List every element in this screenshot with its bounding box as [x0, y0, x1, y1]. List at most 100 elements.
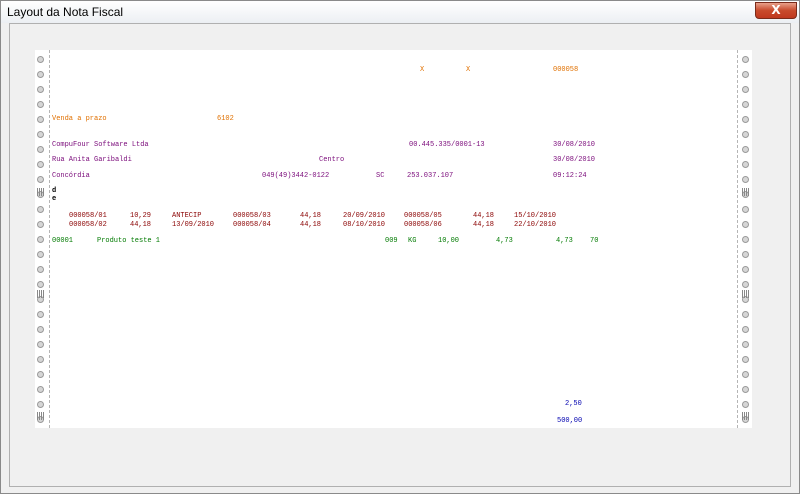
- installment-date: 20/09/2010: [343, 212, 386, 220]
- item-cst: 009: [385, 237, 398, 245]
- tractor-hole: [37, 326, 44, 333]
- tractor-hole: [37, 356, 44, 363]
- item-code: 00001: [52, 237, 74, 245]
- tractor-hole: [37, 86, 44, 93]
- tractor-hole: [37, 221, 44, 228]
- marker-e: e: [52, 195, 57, 203]
- perforation-mark: [37, 290, 44, 298]
- tractor-hole: [37, 311, 44, 318]
- tractor-hole: [37, 71, 44, 78]
- window-title: Layout da Nota Fiscal: [7, 5, 124, 19]
- installment-date: 22/10/2010: [514, 221, 557, 229]
- installment-date: 15/10/2010: [514, 212, 557, 220]
- tractor-hole: [37, 386, 44, 393]
- tractor-hole: [37, 161, 44, 168]
- installment-value: 44,18: [300, 221, 322, 229]
- tractor-hole: [37, 146, 44, 153]
- installment-value: 44,18: [300, 212, 322, 220]
- tractor-hole: [37, 401, 44, 408]
- tractor-hole: [742, 176, 749, 183]
- cfop: 6102: [217, 115, 234, 123]
- right-tractor-strip: [737, 50, 752, 428]
- title-bar[interactable]: Layout da Nota Fiscal X: [1, 1, 799, 23]
- city: Concórdia: [52, 172, 90, 180]
- close-button[interactable]: X: [755, 2, 797, 19]
- tractor-hole: [37, 116, 44, 123]
- item-description: Produto teste 1: [97, 237, 161, 245]
- installment-doc: 000058/03: [233, 212, 271, 220]
- tractor-hole: [742, 311, 749, 318]
- tractor-hole: [37, 266, 44, 273]
- total-value-1: 2,50: [565, 400, 582, 408]
- tractor-hole: [742, 206, 749, 213]
- mark-exit: X: [420, 66, 425, 74]
- tractor-hole: [742, 356, 749, 363]
- perforation-mark: [742, 188, 749, 196]
- tractor-hole: [37, 371, 44, 378]
- close-icon: X: [771, 3, 781, 17]
- state: SC: [376, 172, 385, 180]
- tractor-hole: [742, 236, 749, 243]
- installment-doc: 000058/04: [233, 221, 271, 229]
- tractor-hole: [742, 71, 749, 78]
- left-tractor-strip: [35, 50, 50, 428]
- installment-doc: 000058/05: [404, 212, 442, 220]
- tractor-hole: [742, 251, 749, 258]
- tractor-hole: [37, 281, 44, 288]
- tractor-hole: [37, 56, 44, 63]
- tractor-hole: [742, 221, 749, 228]
- installment-date: 08/10/2010: [343, 221, 386, 229]
- tractor-hole: [742, 326, 749, 333]
- address: Rua Anita Garibaldi: [52, 156, 132, 164]
- marker-d: d: [52, 187, 57, 195]
- total-value-2: 500,00: [557, 417, 583, 425]
- tractor-hole: [37, 131, 44, 138]
- tractor-hole: [742, 386, 749, 393]
- cnpj: 00.445.335/0001-13: [409, 141, 485, 149]
- tractor-hole: [37, 101, 44, 108]
- installment-value: 10,29: [130, 212, 152, 220]
- installment-doc: 000058/06: [404, 221, 442, 229]
- operation-nature: Venda a prazo: [52, 115, 107, 123]
- mark-entry: X: [466, 66, 471, 74]
- item-icms-rate: 70: [590, 237, 599, 245]
- state-registration: 253.037.107: [407, 172, 454, 180]
- tractor-hole: [37, 176, 44, 183]
- tractor-hole: [742, 131, 749, 138]
- perforation-mark: [37, 412, 44, 420]
- perforation-mark: [742, 290, 749, 298]
- tractor-hole: [742, 371, 749, 378]
- item-quantity: 10,00: [438, 237, 460, 245]
- invoice-number: 000058: [553, 66, 579, 74]
- tractor-hole: [742, 401, 749, 408]
- item-unit: KG: [408, 237, 417, 245]
- perforation-mark: [742, 412, 749, 420]
- installment-date: 13/09/2010: [172, 221, 215, 229]
- tractor-hole: [742, 116, 749, 123]
- tractor-hole: [37, 251, 44, 258]
- exit-time: 09:12:24: [553, 172, 587, 180]
- perforation-mark: [37, 188, 44, 196]
- company-name: CompuFour Software Ltda: [52, 141, 149, 149]
- district: Centro: [319, 156, 345, 164]
- tractor-hole: [742, 341, 749, 348]
- exit-date: 30/08/2010: [553, 156, 596, 164]
- tractor-hole: [742, 161, 749, 168]
- installment-value: 44,18: [473, 212, 495, 220]
- tractor-hole: [742, 56, 749, 63]
- installment-doc: 000058/01: [69, 212, 107, 220]
- emission-date: 30/08/2010: [553, 141, 596, 149]
- tractor-hole: [37, 341, 44, 348]
- invoice-preview: X X 000058 Venda a prazo 6102 CompuFour …: [35, 50, 752, 428]
- tractor-hole: [37, 236, 44, 243]
- installment-value: 44,18: [130, 221, 152, 229]
- item-unit-price: 4,73: [496, 237, 513, 245]
- tractor-hole: [742, 101, 749, 108]
- tractor-hole: [742, 266, 749, 273]
- item-total: 4,73: [556, 237, 573, 245]
- installment-doc: 000058/02: [69, 221, 107, 229]
- tractor-hole: [742, 281, 749, 288]
- tractor-hole: [742, 146, 749, 153]
- installment-value: 44,18: [473, 221, 495, 229]
